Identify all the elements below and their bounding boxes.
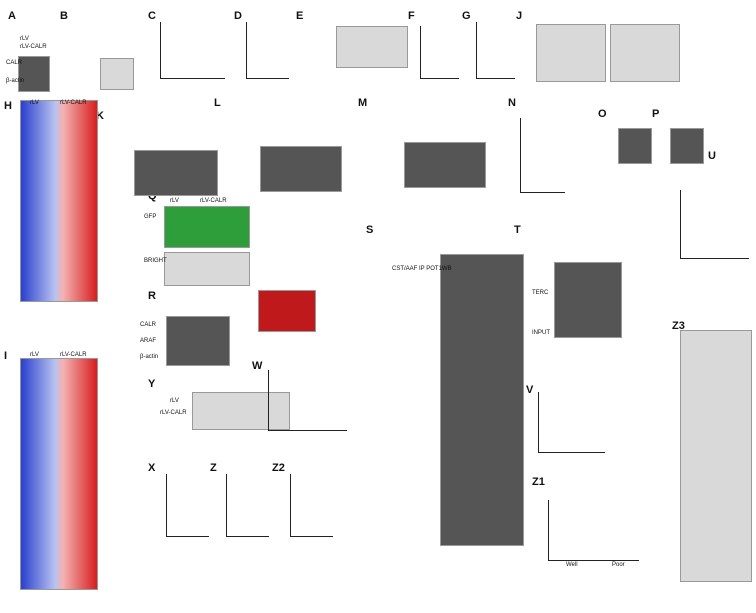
label-h-rlv: rLV [30, 100, 39, 106]
panel-letter-u: U [708, 150, 716, 162]
label-i-rlv-calr: rLV-CALR [60, 352, 87, 358]
blot-s [440, 254, 524, 546]
label-s-row-0: CST/AAF IP POT1WB [392, 266, 452, 272]
chart-f [420, 26, 459, 79]
panel-letter-b: B [60, 10, 68, 22]
panel-letter-z3: Z3 [672, 320, 685, 332]
blot-o [618, 128, 652, 164]
label-a-rlv-calr: rLV-CALR [20, 44, 47, 50]
panel-letter-o: O [598, 108, 607, 120]
chart-c [160, 22, 225, 79]
label-r-actin: β-actin [140, 354, 159, 360]
blot-p [670, 128, 704, 164]
chart-g [476, 22, 515, 79]
tsne-rlv-calr [610, 24, 680, 82]
panel-letter-z2: Z2 [272, 462, 285, 474]
panel-letter-j: J [516, 10, 523, 22]
panel-letter-t: T [514, 224, 521, 236]
chart-z1 [548, 500, 639, 561]
panel-letter-a: A [8, 10, 16, 22]
chart-v [538, 392, 605, 453]
label-a-actin: β-actin [6, 78, 25, 84]
chart-u [680, 190, 749, 259]
blot-k [134, 150, 218, 196]
blot-b [100, 58, 134, 90]
panel-letter-e: E [296, 10, 304, 22]
panel-letter-h: H [4, 100, 12, 112]
tumor-photo-y [192, 392, 290, 430]
heatmap-h [20, 100, 98, 302]
blot-r [166, 316, 230, 366]
blot-t [554, 262, 622, 338]
panel-letter-n: N [508, 97, 516, 109]
panel-letter-k: K [96, 110, 104, 122]
panel-letter-m: M [358, 97, 368, 109]
label-y-rlv: rLV [170, 398, 179, 404]
panel-letter-v: V [526, 384, 534, 396]
rfp-image [258, 290, 316, 332]
heatmap-i [20, 358, 98, 590]
panel-letter-l: L [214, 97, 221, 109]
gfp-image [164, 206, 250, 248]
panel-letter-x: X [148, 462, 156, 474]
schematic-z3 [680, 330, 752, 582]
panel-letter-y: Y [148, 378, 156, 390]
panel-letter-w: W [252, 360, 263, 372]
panel-letter-d: D [234, 10, 242, 22]
label-a-calr: CALR [6, 60, 23, 66]
panel-letter-r: R [148, 290, 156, 302]
panel-letter-s: S [366, 224, 374, 236]
chart-z [226, 474, 269, 537]
label-q-gfp: GFP [144, 214, 157, 220]
panel-letter-g: G [462, 10, 471, 22]
panel-letter-i: I [4, 350, 8, 362]
label-y-rlv-calr: rLV-CALR [160, 410, 187, 416]
chart-z2 [290, 474, 333, 537]
label-q-rlv-calr: rLV-CALR [200, 198, 227, 204]
blot-m [404, 142, 486, 188]
label-a-rlv: rLV [20, 36, 29, 42]
chart-n [520, 118, 565, 193]
label-t-input: INPUT [532, 330, 550, 336]
label-z1-poor: Poor [612, 562, 625, 568]
label-z1-well: Well [566, 562, 578, 568]
panel-letter-f: F [408, 10, 415, 22]
label-q-rlv: rLV [170, 198, 179, 204]
label-h-rlv-calr: rLV-CALR [60, 100, 87, 106]
label-r-araf: ARAF [140, 338, 157, 344]
tumor-photo-e [336, 26, 408, 68]
bright-image [164, 252, 250, 286]
panel-letter-p: P [652, 108, 660, 120]
chart-d [246, 22, 289, 79]
label-r-calr: CALR [140, 322, 157, 328]
label-q-bright: BRIGHT [144, 258, 167, 264]
chart-x [166, 474, 209, 537]
blot-l [260, 146, 342, 192]
blot-a [18, 56, 50, 92]
panel-letter-z1: Z1 [532, 476, 545, 488]
chart-w [268, 370, 347, 431]
label-t-terc: TERC [532, 290, 549, 296]
panel-letter-q: Q [148, 190, 157, 202]
tsne-rlv [536, 24, 606, 82]
panel-letter-z: Z [210, 462, 217, 474]
label-i-rlv: rLV [30, 352, 39, 358]
panel-letter-c: C [148, 10, 156, 22]
